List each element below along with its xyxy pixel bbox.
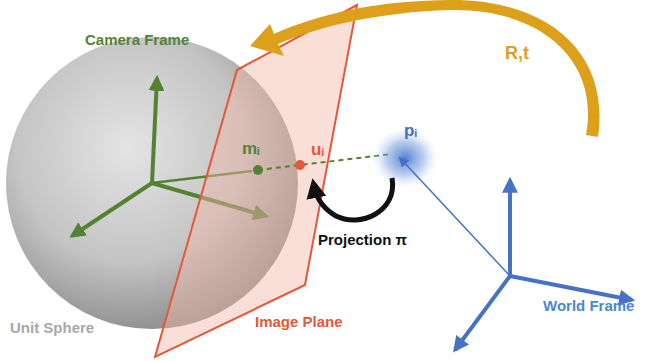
projection-ray: [258, 154, 392, 170]
plane-label: Image Plane: [255, 314, 343, 331]
frame-label: Camera Frame: [85, 32, 189, 49]
point-label: uᵢ: [311, 141, 324, 160]
world-to-point: [400, 158, 510, 276]
point-label: mᵢ: [242, 140, 260, 159]
point-m: [253, 165, 263, 175]
point-u: [295, 160, 305, 170]
frame-label: World Frame: [543, 298, 634, 315]
image-plane: [155, 5, 357, 357]
point-label: pᵢ: [404, 122, 417, 141]
projection-label: Projection π: [318, 232, 407, 249]
world-axes: [455, 180, 632, 350]
projection-arrow: [314, 178, 393, 220]
sphere-label: Unit Sphere: [10, 320, 94, 337]
transform-arrow: [250, 0, 600, 137]
transform-label: R,t: [505, 44, 529, 64]
